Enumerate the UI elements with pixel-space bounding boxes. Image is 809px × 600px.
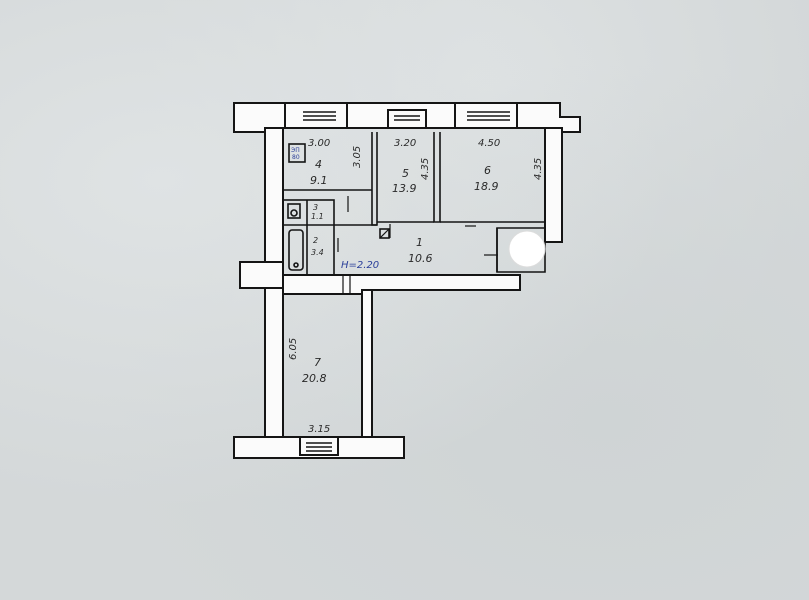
wall-right-lower <box>361 289 373 438</box>
wall-left-upper <box>264 127 284 263</box>
dim-r4-width: 3.00 <box>308 138 330 149</box>
dim-r6-length: 4.35 <box>533 158 544 180</box>
dim-r5-width: 3.20 <box>394 138 416 149</box>
dim-r4-length: 3.05 <box>352 146 363 168</box>
stove-label: ЭП <box>291 147 300 154</box>
room-2-area: 3.4 <box>311 248 324 257</box>
wall-left-stub <box>239 261 284 289</box>
room-6-area: 18.9 <box>474 180 499 193</box>
room-3-area: 1.1 <box>311 212 324 221</box>
room-7-number: 7 <box>314 356 321 369</box>
toilet-icon <box>287 203 301 219</box>
window-room6 <box>454 102 518 129</box>
room-1-number: 1 <box>416 236 423 249</box>
bathtub-icon <box>288 229 304 271</box>
room-7-area: 20.8 <box>302 372 327 385</box>
room-2-number: 2 <box>313 236 318 245</box>
room-3-number: 3 <box>313 203 318 212</box>
room-4-number: 4 <box>315 158 322 171</box>
dim-r6-width: 4.50 <box>478 138 500 149</box>
room-1-area: 10.6 <box>408 252 433 265</box>
room-5-number: 5 <box>402 167 409 180</box>
wall-right-upper <box>544 127 563 243</box>
room-4-area: 9.1 <box>310 174 328 187</box>
room-6-number: 6 <box>484 164 491 177</box>
ceiling-height: H=2.20 <box>341 260 379 271</box>
dim-r7-length: 6.05 <box>288 338 299 360</box>
wall-left-lower <box>264 287 284 438</box>
riser-icon <box>508 230 546 268</box>
dim-r7-width: 3.15 <box>308 424 330 435</box>
partitions <box>282 132 546 294</box>
window-room7 <box>299 436 339 456</box>
window-room5 <box>387 109 427 129</box>
stove-label-2: 80 <box>292 154 300 161</box>
wall-corridor-bottom <box>282 274 521 295</box>
electric-stove <box>288 143 306 163</box>
dim-r5-length: 4.35 <box>420 158 431 180</box>
room-5-area: 13.9 <box>392 182 417 195</box>
window-room4 <box>284 102 348 129</box>
